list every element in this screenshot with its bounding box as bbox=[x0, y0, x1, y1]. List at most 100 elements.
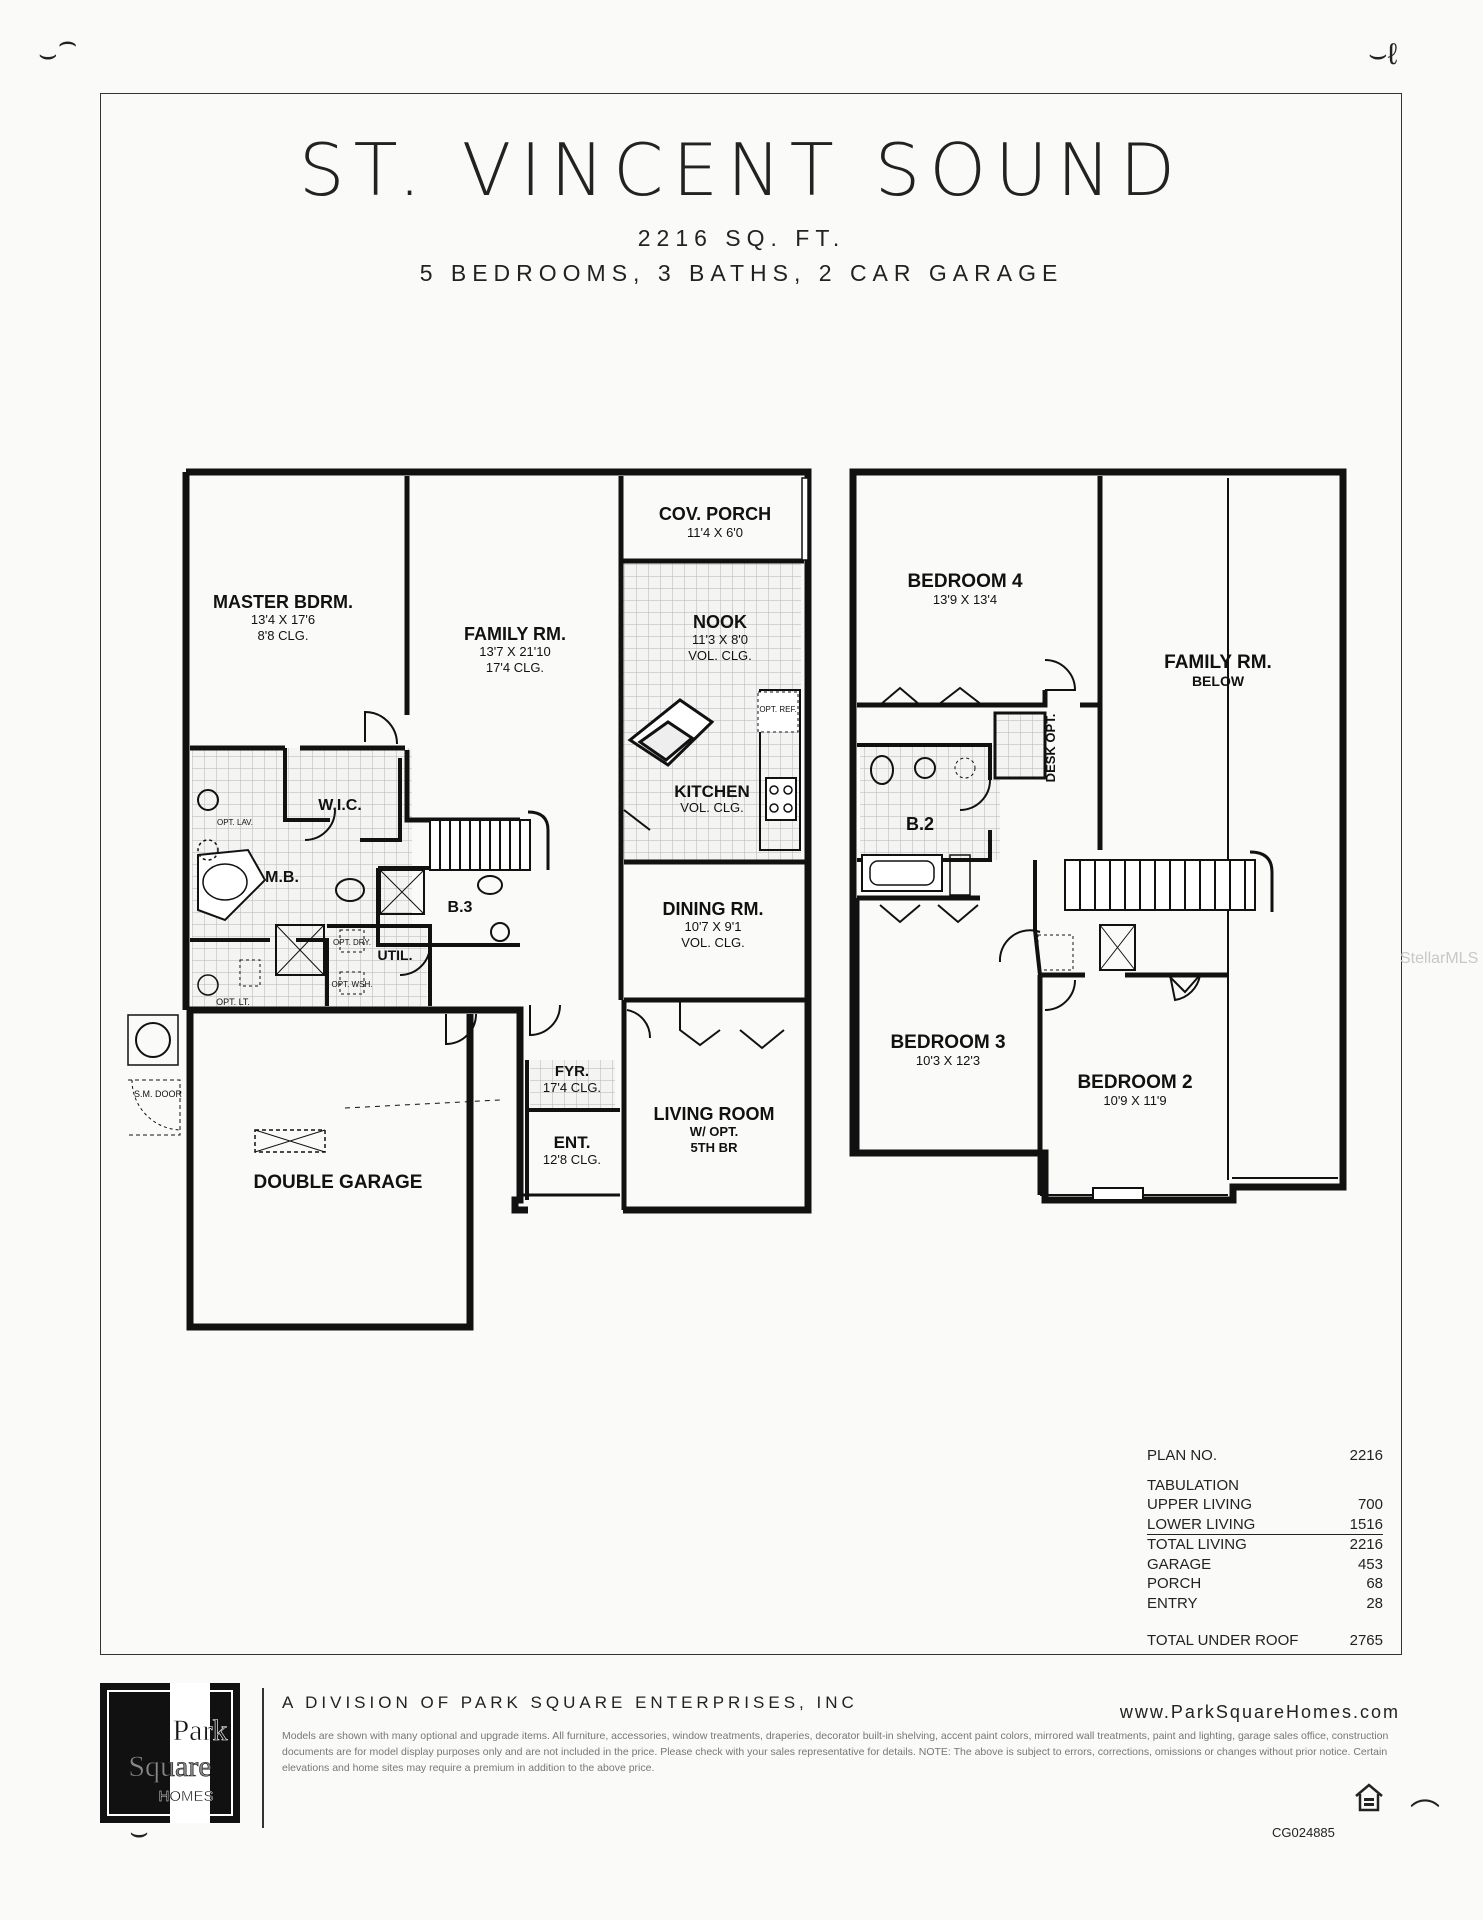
b2-label: B.2 bbox=[906, 814, 934, 834]
tabulation-heading: TABULATION bbox=[1147, 1476, 1239, 1494]
svg-text:Square: Square bbox=[128, 1750, 211, 1783]
porch-dims: 11'4 X 6'0 bbox=[687, 525, 743, 540]
desk-label: DESK OPT. bbox=[1043, 714, 1058, 783]
dining-dims: 10'7 X 9'1 bbox=[684, 919, 741, 934]
living-line3: 5TH BR bbox=[691, 1140, 739, 1155]
family-below-line2: BELOW bbox=[1192, 673, 1245, 689]
tile-b2 bbox=[860, 745, 1000, 860]
table-row: GARAGE 453 bbox=[1147, 1555, 1383, 1573]
opt-lt-label: OPT. LT. bbox=[216, 997, 250, 1007]
footer-divider bbox=[262, 1688, 264, 1828]
family-label: FAMILY RM. bbox=[464, 624, 566, 644]
table-row: LOWER LIVING 1516 bbox=[1147, 1515, 1383, 1535]
garage-attic-hatch bbox=[254, 1129, 326, 1153]
nook-ceiling: VOL. CLG. bbox=[688, 648, 752, 663]
wall-bath-south bbox=[190, 938, 329, 1006]
plan-title: ST. VINCENT SOUND bbox=[298, 128, 1185, 212]
dining-ceiling: VOL. CLG. bbox=[681, 935, 745, 950]
family-below-label: FAMILY RM. bbox=[1164, 652, 1272, 673]
upper-door-swings bbox=[959, 659, 1201, 1011]
entry-ceiling: 12'8 CLG. bbox=[543, 1152, 601, 1167]
square-footage: 2216 SQ. FT. bbox=[637, 225, 846, 251]
division-text: A DIVISION OF PARK SQUARE ENTERPRISES, I… bbox=[282, 1693, 858, 1712]
certificate-code: CG024885 bbox=[1272, 1825, 1335, 1840]
wic-label: W.I.C. bbox=[318, 797, 362, 814]
plan-number-row: PLAN NO. 2216 bbox=[1147, 1446, 1383, 1466]
family-ceiling: 17'4 CLG. bbox=[486, 660, 544, 675]
opt-dry-label: OPT. DRY. bbox=[333, 938, 371, 947]
plan-number-value: 2216 bbox=[1349, 1447, 1383, 1464]
door-swings bbox=[304, 710, 652, 1046]
lav bbox=[197, 789, 219, 811]
tile-desk bbox=[995, 713, 1045, 778]
linen bbox=[949, 854, 971, 896]
living-closet bbox=[679, 1000, 785, 1050]
upper-exterior-wall bbox=[849, 468, 1347, 1204]
sm-door-swing bbox=[128, 1079, 181, 1136]
kitchen-ceiling: VOL. CLG. bbox=[680, 800, 744, 815]
foyer-label: FYR. bbox=[555, 1063, 589, 1080]
lav-opt-lt bbox=[197, 974, 219, 996]
website-link[interactable]: www.ParkSquareHomes.com bbox=[1119, 1702, 1400, 1722]
wall-desk bbox=[993, 711, 1047, 780]
equal-housing-icon bbox=[1355, 1783, 1383, 1812]
lav-b3 bbox=[490, 922, 510, 942]
shower-b3 bbox=[379, 869, 425, 915]
toilet-mb bbox=[335, 878, 365, 902]
living-line2: W/ OPT. bbox=[690, 1124, 738, 1139]
master-tub bbox=[197, 848, 267, 922]
wall-hall bbox=[1033, 860, 1042, 976]
bed4-closets bbox=[879, 686, 983, 706]
wall-foyer bbox=[525, 1060, 620, 1200]
bed3-label: BEDROOM 3 bbox=[890, 1032, 1005, 1053]
master-dims: 13'4 X 17'6 bbox=[251, 612, 315, 627]
table-row: TOTAL LIVING 2216 bbox=[1147, 1536, 1383, 1553]
mb-label: M.B. bbox=[265, 869, 299, 886]
svg-text:HOMES: HOMES bbox=[158, 1788, 213, 1805]
range bbox=[765, 777, 797, 821]
second-floor bbox=[849, 468, 1347, 1204]
bed4-label: BEDROOM 4 bbox=[907, 571, 1023, 592]
table-row: PORCH 68 bbox=[1147, 1575, 1383, 1592]
hall-closet bbox=[1099, 924, 1136, 971]
entry-label: ENT. bbox=[554, 1133, 591, 1152]
garage-label: DOUBLE GARAGE bbox=[254, 1172, 423, 1193]
nook-label: NOOK bbox=[693, 612, 747, 632]
foyer-ceiling: 17'4 CLG. bbox=[543, 1080, 601, 1095]
opt-lav-label: OPT. LAV. bbox=[217, 818, 253, 827]
table-row: UPPER LIVING 700 bbox=[1147, 1496, 1383, 1513]
upper-stairs bbox=[1064, 850, 1274, 912]
tabulation-table: PLAN NO. 2216 TABULATION UPPER LIVING 70… bbox=[1147, 1446, 1383, 1651]
bed3-closets bbox=[879, 904, 979, 924]
util-label: UTIL. bbox=[378, 947, 413, 963]
corner-mark-top-right: ⌣ℓ bbox=[1368, 38, 1398, 71]
kitchen-island bbox=[627, 698, 715, 767]
bed4-dims: 13'9 X 13'4 bbox=[933, 592, 997, 607]
shower bbox=[275, 924, 325, 976]
master-label: MASTER BDRM. bbox=[213, 592, 353, 612]
kitchen-counter bbox=[759, 689, 801, 851]
wall-bed3 bbox=[854, 895, 980, 1153]
wall-wic bbox=[283, 748, 402, 842]
lav-opt bbox=[197, 839, 219, 861]
room-summary: 5 BEDROOMS, 3 BATHS, 2 CAR GARAGE bbox=[419, 260, 1064, 286]
sm-door-label: S.M. DOOR bbox=[134, 1089, 183, 1099]
watermark: StellarMLS bbox=[1400, 950, 1479, 967]
total-under-roof-row: TOTAL UNDER ROOF 2765 bbox=[1147, 1632, 1383, 1649]
bed2-dims: 10'9 X 11'9 bbox=[1103, 1093, 1166, 1108]
corner-mark-bottom-right: ⌒ bbox=[1410, 1799, 1440, 1832]
corner-mark-top-left: ⌣⁀ bbox=[38, 38, 78, 71]
first-floor bbox=[127, 468, 812, 1331]
family-dims: 13'7 X 21'10 bbox=[479, 644, 550, 659]
nook-dims: 11'3 X 8'0 bbox=[692, 632, 748, 647]
svg-text:Park: Park bbox=[173, 1714, 228, 1747]
b3-label: B.3 bbox=[448, 899, 473, 916]
wall-util bbox=[327, 924, 432, 1006]
bed3-dims: 10'3 X 12'3 bbox=[916, 1053, 980, 1068]
lav-b2 bbox=[914, 757, 936, 779]
park-square-logo: Park Square HOMES bbox=[100, 1683, 240, 1823]
tile-foyer bbox=[530, 1060, 615, 1110]
washer bbox=[339, 929, 365, 953]
opt-ref-label: OPT. REF. bbox=[759, 705, 796, 714]
